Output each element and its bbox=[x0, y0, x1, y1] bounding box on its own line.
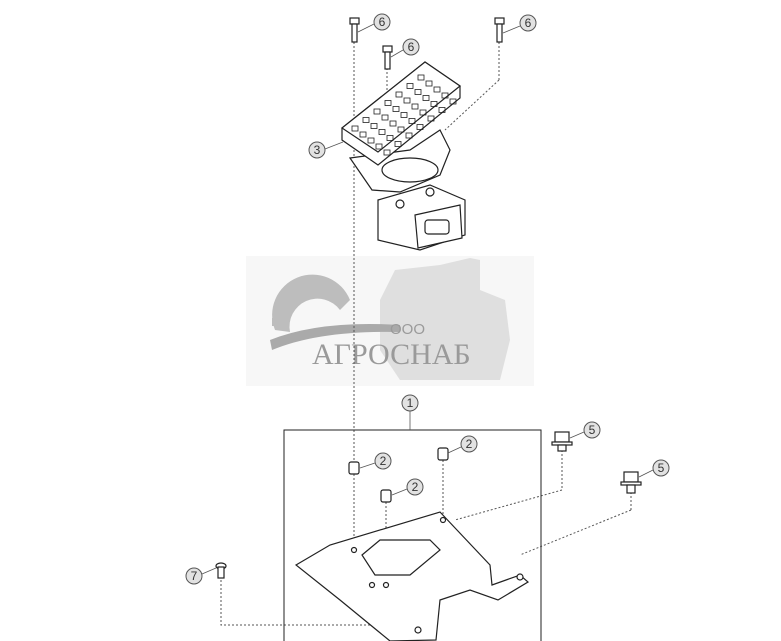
tread-cell bbox=[416, 124, 424, 130]
svg-text:5: 5 bbox=[658, 461, 665, 475]
tread-cell bbox=[430, 101, 438, 107]
svg-text:6: 6 bbox=[525, 16, 532, 30]
tread-cell bbox=[386, 135, 394, 141]
tread-cell bbox=[378, 129, 386, 135]
tread-cell bbox=[359, 131, 367, 138]
svg-text:2: 2 bbox=[466, 437, 473, 451]
tread-cell bbox=[414, 89, 422, 95]
callout-6a: 6 bbox=[373, 13, 391, 31]
tread-cell bbox=[370, 123, 378, 129]
tread-cell bbox=[438, 107, 446, 113]
tread-cell bbox=[367, 137, 375, 144]
tread-cell bbox=[408, 118, 416, 124]
callout-6c: 6 bbox=[519, 14, 537, 32]
tread-cell bbox=[422, 95, 430, 101]
tread-cell bbox=[351, 125, 359, 132]
tread-cell bbox=[406, 83, 414, 89]
tread-cell bbox=[411, 103, 419, 110]
watermark-logo: ООО АГРОСНАБ bbox=[246, 256, 534, 386]
svg-text:1: 1 bbox=[407, 396, 414, 410]
rivet-icon bbox=[215, 562, 227, 579]
callout-3: 3 bbox=[308, 141, 326, 159]
tread-cell bbox=[403, 97, 411, 104]
svg-text:6: 6 bbox=[379, 15, 386, 29]
bolt-icon bbox=[349, 17, 505, 70]
flange-bolt-icon bbox=[551, 431, 642, 494]
tread-cell bbox=[373, 108, 381, 115]
svg-text:2: 2 bbox=[380, 454, 387, 468]
svg-text:5: 5 bbox=[589, 423, 596, 437]
svg-text:3: 3 bbox=[314, 143, 321, 157]
tread-cell bbox=[375, 143, 383, 150]
spacer-icon bbox=[348, 447, 449, 503]
callout-2b: 2 bbox=[460, 435, 478, 453]
tread-cell bbox=[383, 149, 391, 156]
tread-cell bbox=[433, 86, 441, 93]
tread-cell bbox=[405, 132, 413, 139]
tread-cell bbox=[362, 117, 370, 123]
tread-cell bbox=[449, 98, 457, 105]
bracket-frame bbox=[283, 429, 542, 641]
tread-cell bbox=[381, 114, 389, 121]
tread-cell bbox=[417, 74, 425, 81]
callout-7: 7 bbox=[185, 567, 203, 585]
tread-cell bbox=[392, 106, 400, 112]
tread-cell bbox=[425, 80, 433, 87]
svg-text:2: 2 bbox=[412, 480, 419, 494]
tread-cell bbox=[394, 141, 402, 147]
callout-6b: 6 bbox=[402, 38, 420, 56]
watermark-brand: АГРОСНАБ bbox=[312, 338, 471, 371]
tread-cell bbox=[395, 91, 403, 98]
callout-5a: 5 bbox=[583, 421, 601, 439]
svg-text:7: 7 bbox=[191, 569, 198, 583]
tread-cell bbox=[389, 120, 397, 127]
tread-cell bbox=[400, 112, 408, 118]
tread-cell bbox=[419, 109, 427, 116]
watermark-prefix: ООО bbox=[390, 321, 425, 338]
callout-2c: 2 bbox=[406, 478, 424, 496]
svg-text:6: 6 bbox=[408, 40, 415, 54]
tread-cell bbox=[441, 92, 449, 99]
callout-1: 1 bbox=[401, 394, 419, 412]
mounting-bracket bbox=[294, 511, 530, 641]
accelerator-pedal bbox=[340, 61, 466, 251]
tread-cell bbox=[397, 126, 405, 133]
callout-5b: 5 bbox=[652, 459, 670, 477]
tread-cell bbox=[384, 100, 392, 106]
tread-cell bbox=[427, 115, 435, 122]
callout-2a: 2 bbox=[374, 452, 392, 470]
